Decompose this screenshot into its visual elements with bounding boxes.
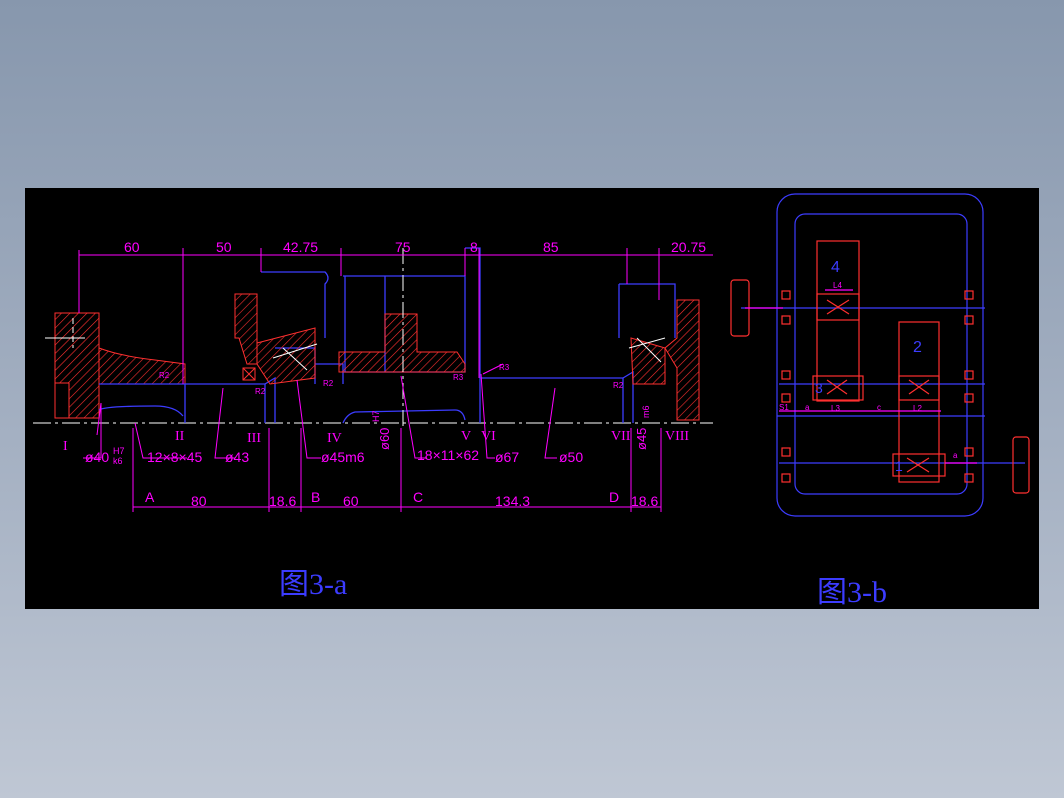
gear-4 [816,240,860,402]
callout-d67: ø67 [495,449,519,465]
gear-number-4: 4 [831,259,840,276]
gear-2 [898,321,940,483]
section-1: I [63,439,68,454]
callout-d60: ø60 [377,428,392,450]
callout-texts: ø40 H7 k6 12×8×45 ø43 ø45m6 18×11×62 ø67… [85,446,583,466]
callout-spline-1: 12×8×45 [147,449,202,465]
housing-outer [776,193,984,517]
fig-a-caption: 图3-a [279,568,347,601]
section-4: IV [327,431,342,446]
length-l2: L2 [913,404,922,413]
radius-3: R2 [323,379,334,388]
label-c: c [877,403,881,412]
bottom-dimensions: 80 18.6 60 134.3 18.6 A B C D [145,489,658,509]
callout-d50: ø50 [559,449,583,465]
top-dimensions: 60 50 42.75 75 8 85 20.75 [124,239,706,255]
radius-5: R3 [499,363,510,372]
left-bearing [234,293,318,385]
callout-d45m6: ø45m6 [321,449,365,465]
gear-1 [892,453,946,477]
gear-number-1: 1 [895,458,903,474]
gear-hub [338,248,466,428]
dim-bottom-3: 60 [343,493,359,509]
label-a-left: a [805,403,810,412]
section-5: V [461,429,471,444]
right-bearing [628,299,700,421]
cad-drawing-area: 60 50 42.75 75 8 85 20.75 80 18.6 60 134… [25,188,1039,609]
gear-4-hub [816,293,860,321]
callout-spline-2: 18×11×62 [417,447,479,463]
output-coupling [1012,436,1030,494]
gear-number-2: 2 [913,339,922,356]
gear-2-hub [898,375,940,401]
point-a: A [145,489,155,505]
length-l4: L4 [833,281,842,290]
label-a-right: a [953,451,958,460]
dim-top-4: 75 [395,239,411,255]
callout-d40: ø40 [85,449,109,465]
radius-1: R2 [159,371,170,380]
gear-3 [812,375,864,401]
point-c: C [413,489,423,505]
point-b: B [311,489,320,505]
cad-drawing: 60 50 42.75 75 8 85 20.75 80 18.6 60 134… [33,193,1030,609]
fig-a-shaft-drawing: 60 50 42.75 75 8 85 20.75 80 18.6 60 134… [33,239,713,601]
dim-top-6: 85 [543,239,559,255]
vertical-callouts: ø60 H7 ø45 m6 [371,405,651,450]
label-s1: S1 [779,403,789,412]
section-labels: I II III IV V VI VII VIII [63,429,689,454]
fig-b-gearbox-drawing [730,193,1030,517]
section-7: VII [611,429,631,444]
gear-number-3: 3 [815,380,823,396]
dim-bottom-1: 80 [191,493,207,509]
section-8: VIII [665,429,689,444]
radius-6: R2 [613,381,624,390]
dim-top-3: 42.75 [283,239,318,255]
bearings [781,290,974,483]
dim-top-2: 50 [216,239,232,255]
radius-4: R3 [453,373,464,382]
housing-inner [794,213,968,495]
length-l3: L3 [831,404,840,413]
callout-h7: H7 [113,446,125,456]
left-coupling [45,312,186,419]
radius-labels: R2 R2 R2 R3 R3 R2 [159,363,624,396]
section-3: III [247,431,261,446]
callout-k6: k6 [113,456,123,466]
callout-d43: ø43 [225,449,249,465]
section-2: II [175,429,185,444]
callout-d45-right: ø45 [634,428,649,450]
section-6: VI [481,429,496,444]
callout-d60-h7: H7 [371,410,381,422]
radius-2: R2 [255,387,266,396]
dimension-lines [78,248,713,512]
dim-top-5: 8 [470,239,478,255]
point-d: D [609,489,619,505]
fig-b-labels: 4 2 3 1 L4 L3 L2 S1 a c a 图3-b [779,259,958,609]
callout-d45-m6: m6 [641,405,651,418]
dim-bottom-2: 18.6 [269,493,296,509]
fig-b-caption: 图3-b [817,576,887,609]
dim-top-7: 20.75 [671,239,706,255]
dim-bottom-5: 18.6 [631,493,658,509]
dim-bottom-4: 134.3 [495,493,530,509]
dim-top-1: 60 [124,239,140,255]
